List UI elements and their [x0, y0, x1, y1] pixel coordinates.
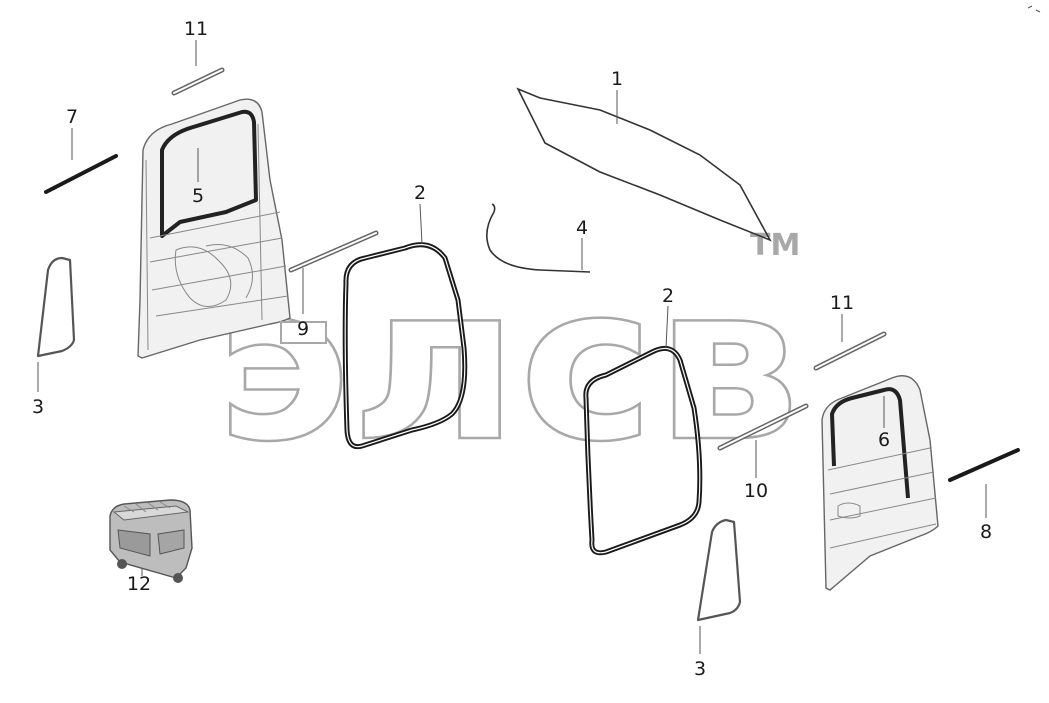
part-11-strip-top	[171, 67, 225, 96]
callout-5: 5	[192, 185, 204, 207]
part-1-glass	[516, 87, 772, 242]
callout-8: 8	[980, 521, 992, 543]
callout-7: 7	[66, 106, 78, 128]
watermark-tm: TM	[750, 228, 800, 263]
corner-mark	[1027, 5, 1041, 13]
part-3-triangle-seal-left	[36, 256, 76, 358]
part-6-door-right	[821, 375, 939, 591]
callout-11-top: 11	[184, 18, 208, 40]
callout-labels: 1 2 2 3 3 4 5 6 7 8 9 10 11 11 12	[32, 18, 992, 680]
part-10-rail	[717, 403, 809, 451]
callout-1: 1	[611, 68, 623, 90]
part-9-rail	[280, 230, 379, 344]
callout-3-left: 3	[32, 396, 44, 418]
callout-12: 12	[127, 573, 151, 595]
part-12-cab-thumbnail	[109, 499, 193, 583]
callout-3-right: 3	[694, 658, 706, 680]
leader-lines	[37, 40, 987, 654]
part-8-strip	[948, 448, 1020, 482]
callout-11-right: 11	[830, 292, 854, 314]
watermark-mark: элсв	[215, 238, 800, 489]
callout-4: 4	[576, 217, 588, 239]
callout-9: 9	[297, 318, 309, 340]
part-2-seal-right	[583, 345, 703, 556]
part-3-triangle-seal-right	[696, 518, 742, 622]
part-2-seal-left	[342, 242, 468, 450]
part-7-strip	[44, 154, 118, 194]
callout-2-right: 2	[662, 285, 674, 307]
callout-2-left: 2	[414, 182, 426, 204]
callout-6: 6	[878, 429, 890, 451]
callout-10: 10	[744, 480, 768, 502]
part-4-hose	[486, 203, 591, 273]
part-5-door-left	[137, 98, 291, 359]
watermark-logo: элсв TM	[214, 228, 802, 490]
part-11-strip-right	[813, 331, 887, 371]
